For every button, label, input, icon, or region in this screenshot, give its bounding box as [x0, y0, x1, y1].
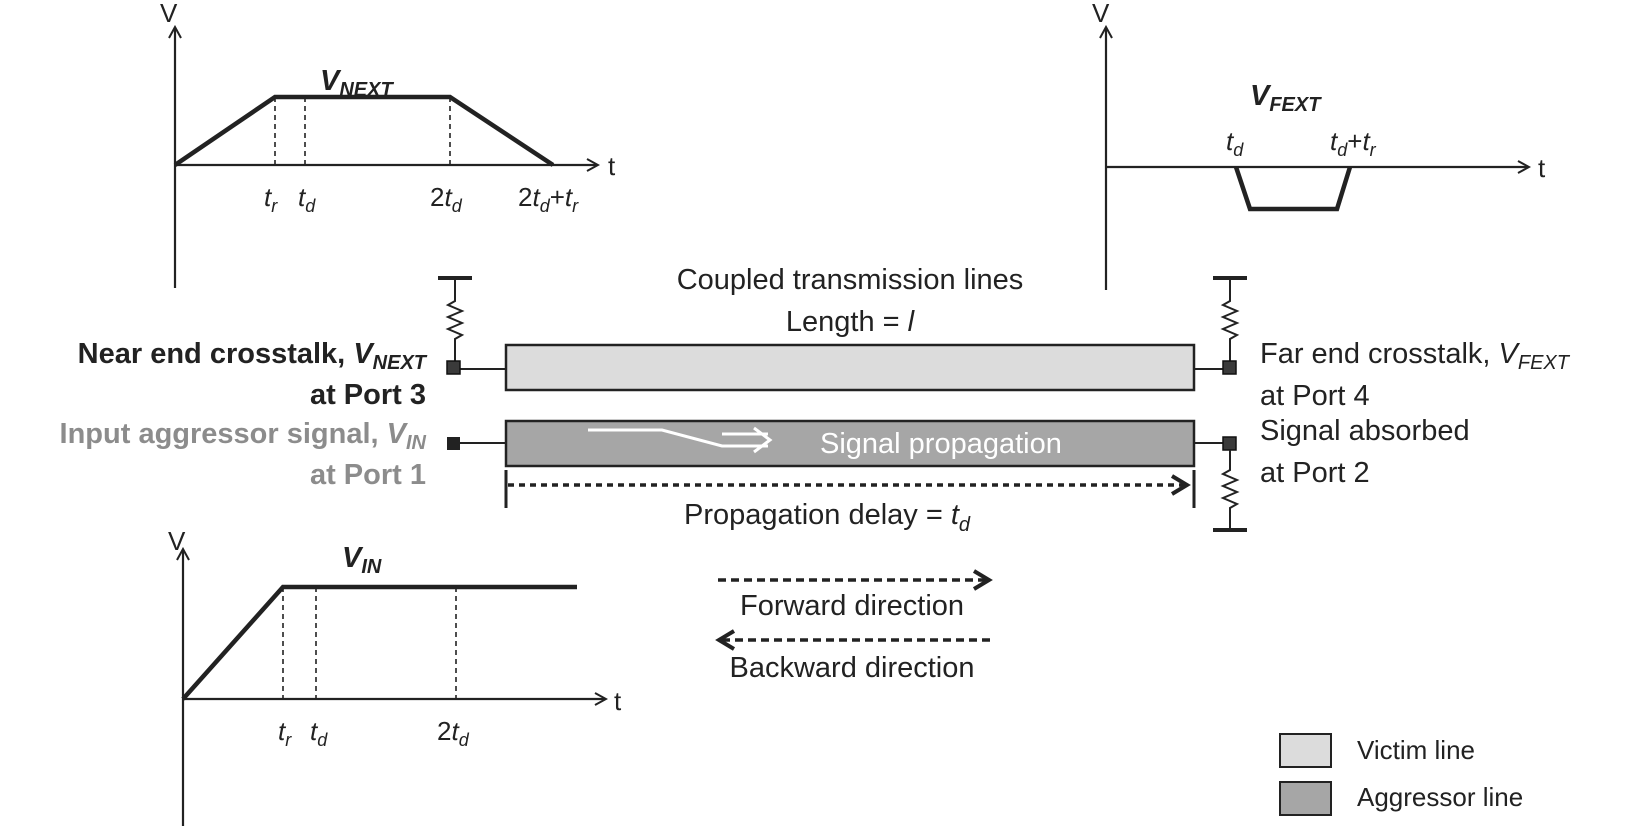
port4-resistor — [1220, 278, 1240, 364]
in-tick-tr: tr — [278, 716, 292, 750]
in-tick-2td: 2td — [437, 716, 470, 750]
input-waveform-plot: V t VIN tr td 2td — [168, 526, 622, 826]
near-end-label: Near end crosstalk, VNEXT — [78, 338, 428, 374]
legend-aggressor-swatch — [1279, 781, 1332, 816]
next-tick-2td-tr: 2td+tr — [518, 182, 579, 216]
fext-title-sub: FEXT — [1269, 94, 1322, 116]
legend: Victim line Aggressor line — [1279, 733, 1523, 816]
legend-victim-label: Victim line — [1357, 735, 1475, 765]
far-end-ports: Far end crosstalk, VFEXT at Port 4 Signa… — [1194, 276, 1571, 532]
port2-terminal — [1222, 436, 1237, 451]
next-tick-2td: 2td — [430, 182, 463, 216]
direction-key: Forward direction Backward direction — [715, 569, 993, 684]
near-end-port: at Port 3 — [310, 379, 426, 411]
port3-terminal — [446, 360, 461, 375]
transmission-lines: Coupled transmission lines Length = l Si… — [504, 264, 1196, 536]
in-title-sub: IN — [361, 556, 382, 578]
victim-line — [504, 343, 1196, 392]
next-title: VNEXT — [320, 65, 394, 101]
next-title-sub: NEXT — [339, 79, 394, 101]
port3-resistor — [445, 278, 465, 364]
far-end-label: Far end crosstalk, VFEXT — [1260, 338, 1571, 374]
signal-arrow — [588, 428, 768, 448]
delay-label: Propagation delay = td — [684, 499, 971, 536]
far-end-port: at Port 4 — [1260, 380, 1370, 412]
legend-aggressor-label: Aggressor line — [1357, 782, 1523, 812]
input-signal-label: Input aggressor signal, VIN — [60, 418, 427, 454]
input-signal-port: at Port 1 — [310, 459, 426, 491]
port2-resistor — [1220, 450, 1240, 530]
signal-arrowhead — [753, 426, 773, 454]
fext-x-axis-label: t — [1538, 153, 1546, 183]
near-end-ports: Near end crosstalk, VNEXT at Port 3 Inpu… — [60, 276, 506, 491]
forward-label: Forward direction — [740, 590, 964, 622]
lines-title: Coupled transmission lines — [677, 264, 1024, 296]
in-x-axis-label: t — [614, 686, 622, 716]
fext-tick-td-tr: td+tr — [1330, 126, 1377, 160]
fext-waveform — [1233, 166, 1353, 212]
fext-title: VFEXT — [1250, 80, 1322, 116]
next-waveform — [173, 94, 555, 167]
absorbed-port: at Port 2 — [1260, 457, 1370, 489]
next-waveform-plot: V t VNEXT tr td 2td 2td+tr — [160, 0, 616, 288]
signal-propagation-label: Signal propagation — [820, 428, 1062, 460]
port4-terminal — [1222, 360, 1237, 375]
lines-length: Length = l — [786, 306, 916, 338]
fext-tick-td: td — [1226, 126, 1244, 160]
fext-waveform-plot: V t VFEXT td td+tr — [1092, 0, 1546, 290]
legend-victim-swatch — [1279, 733, 1332, 768]
next-tick-td: td — [298, 182, 316, 216]
next-x-axis-label: t — [608, 151, 616, 181]
fext-y-axis-label: V — [1092, 0, 1110, 28]
in-y-axis-label: V — [168, 526, 186, 556]
port1-terminal — [447, 437, 460, 450]
in-title: VIN — [342, 542, 382, 578]
next-tick-tr: tr — [264, 182, 278, 216]
in-tick-td: td — [310, 716, 328, 750]
absorbed-label: Signal absorbed — [1260, 415, 1470, 447]
in-waveform — [181, 584, 577, 701]
next-y-axis-label: V — [160, 0, 178, 28]
backward-label: Backward direction — [730, 652, 975, 684]
